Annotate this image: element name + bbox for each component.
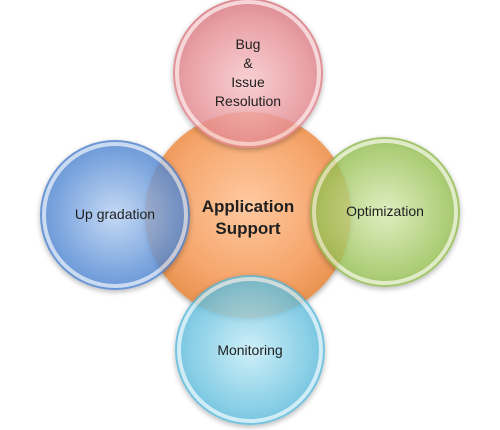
left-label: Up gradation xyxy=(55,205,175,224)
bottom-label: Monitoring xyxy=(190,341,310,360)
center-label: Application Support xyxy=(178,196,318,240)
left-label-line-1: Up gradation xyxy=(74,206,156,222)
bottom-label-line-1: Monitoring xyxy=(217,342,283,358)
top-label-line-4: Resolution xyxy=(214,93,282,109)
center-circle xyxy=(145,112,351,318)
right-circle xyxy=(310,137,460,287)
bottom-circle xyxy=(175,275,325,425)
left-circle xyxy=(40,140,190,290)
top-label: Bug & Issue Resolution xyxy=(198,35,298,111)
top-label-line-1: Bug xyxy=(235,36,261,52)
right-label: Optimization xyxy=(325,202,445,221)
top-label-line-2: & xyxy=(243,55,253,71)
top-circle xyxy=(173,0,323,148)
right-label-line-1: Optimization xyxy=(346,203,424,219)
center-label-line-1: Application xyxy=(201,197,295,216)
top-label-line-3: Issue xyxy=(231,74,265,90)
center-label-line-2: Support xyxy=(215,219,281,238)
